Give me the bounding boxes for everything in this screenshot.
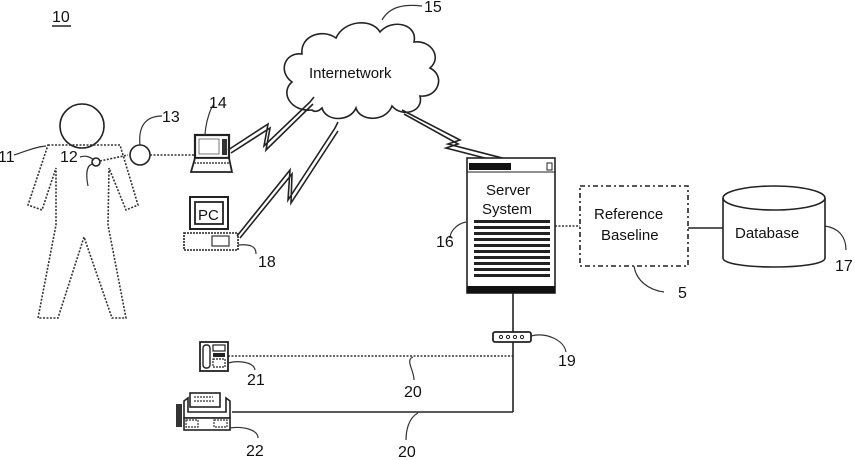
server-wireless-link [402,110,510,160]
laptop: 14 [191,95,232,172]
database-top [723,186,825,210]
phone-keypad-top [213,353,225,357]
pc-base [184,233,238,250]
cloud-ref-leader [382,5,422,20]
database: Database 17 [723,186,853,275]
sensor-lead [87,164,92,186]
modem: 19 [493,332,576,370]
fax-ref-leader [230,427,258,438]
baseline-label-line1: Reference [594,206,663,223]
monitor-device-ref: 13 [162,109,180,126]
cloud-label: Internetwork [309,65,392,82]
sensor-ref: 12 [60,149,78,166]
baseline-label-line2: Baseline [601,227,659,244]
person-ref-leader [14,146,46,155]
internetwork-cloud: Internetwork 15 [284,0,442,119]
sensor-ref-leader [80,156,94,160]
reference-baseline: Reference Baseline 5 [580,186,688,302]
modem-body [493,332,531,342]
baseline-ref-leader [634,266,664,292]
telephone: 21 [200,342,265,389]
figure-number-text: 10 [52,9,70,26]
laptop-wireless-link [228,97,314,150]
laptop-side [222,139,227,155]
laptop-keyboard [191,158,232,172]
monitor-device-circle [130,145,150,165]
figure-number: 10 [52,9,71,26]
server-wireless-link-2 [404,114,508,164]
fax-paper [190,393,220,407]
phone-line-lower-ref-leader [406,413,418,440]
laptop-display [199,139,219,154]
server-system: Server System 16 [436,158,555,293]
person-head [60,104,104,148]
baseline-ref: 5 [678,285,687,302]
phone-ref: 21 [247,372,265,389]
phone-line-upper-ref-leader [410,357,414,380]
server-label-line2: System [482,201,532,218]
desktop-pc: PC 18 [184,197,276,271]
phone-line-upper-ref: 20 [404,384,422,401]
server-label-line1: Server [486,182,530,199]
server-base [467,286,555,293]
phone-ref-leader [228,362,255,370]
monitor-device-ref-leader [140,116,162,145]
baseline-box [580,186,688,266]
server-frame [467,158,555,293]
database-label: Database [735,225,799,242]
server-ref: 16 [436,234,454,251]
database-ref: 17 [835,258,853,275]
laptop-ref: 14 [209,95,227,112]
modem-ref: 19 [558,353,576,370]
person-ref: 11 [0,149,15,166]
cloud-ref: 15 [424,0,442,16]
person-body [28,145,138,318]
monitor-device: 13 [130,109,194,165]
server-top-bar [469,163,511,170]
patient-figure: 12 11 [0,104,138,318]
pc-ref: 18 [258,254,276,271]
pc-ref-leader [238,245,256,254]
modem-ref-leader [531,335,566,352]
pc-screen-text: PC [198,207,219,224]
phone-line-lower-ref: 20 [398,444,416,460]
database-ref-leader [825,226,846,250]
fax-machine: 22 [176,393,264,460]
pc-drive [212,236,229,246]
fax-ref: 22 [246,443,264,460]
fax-handset [176,404,182,427]
